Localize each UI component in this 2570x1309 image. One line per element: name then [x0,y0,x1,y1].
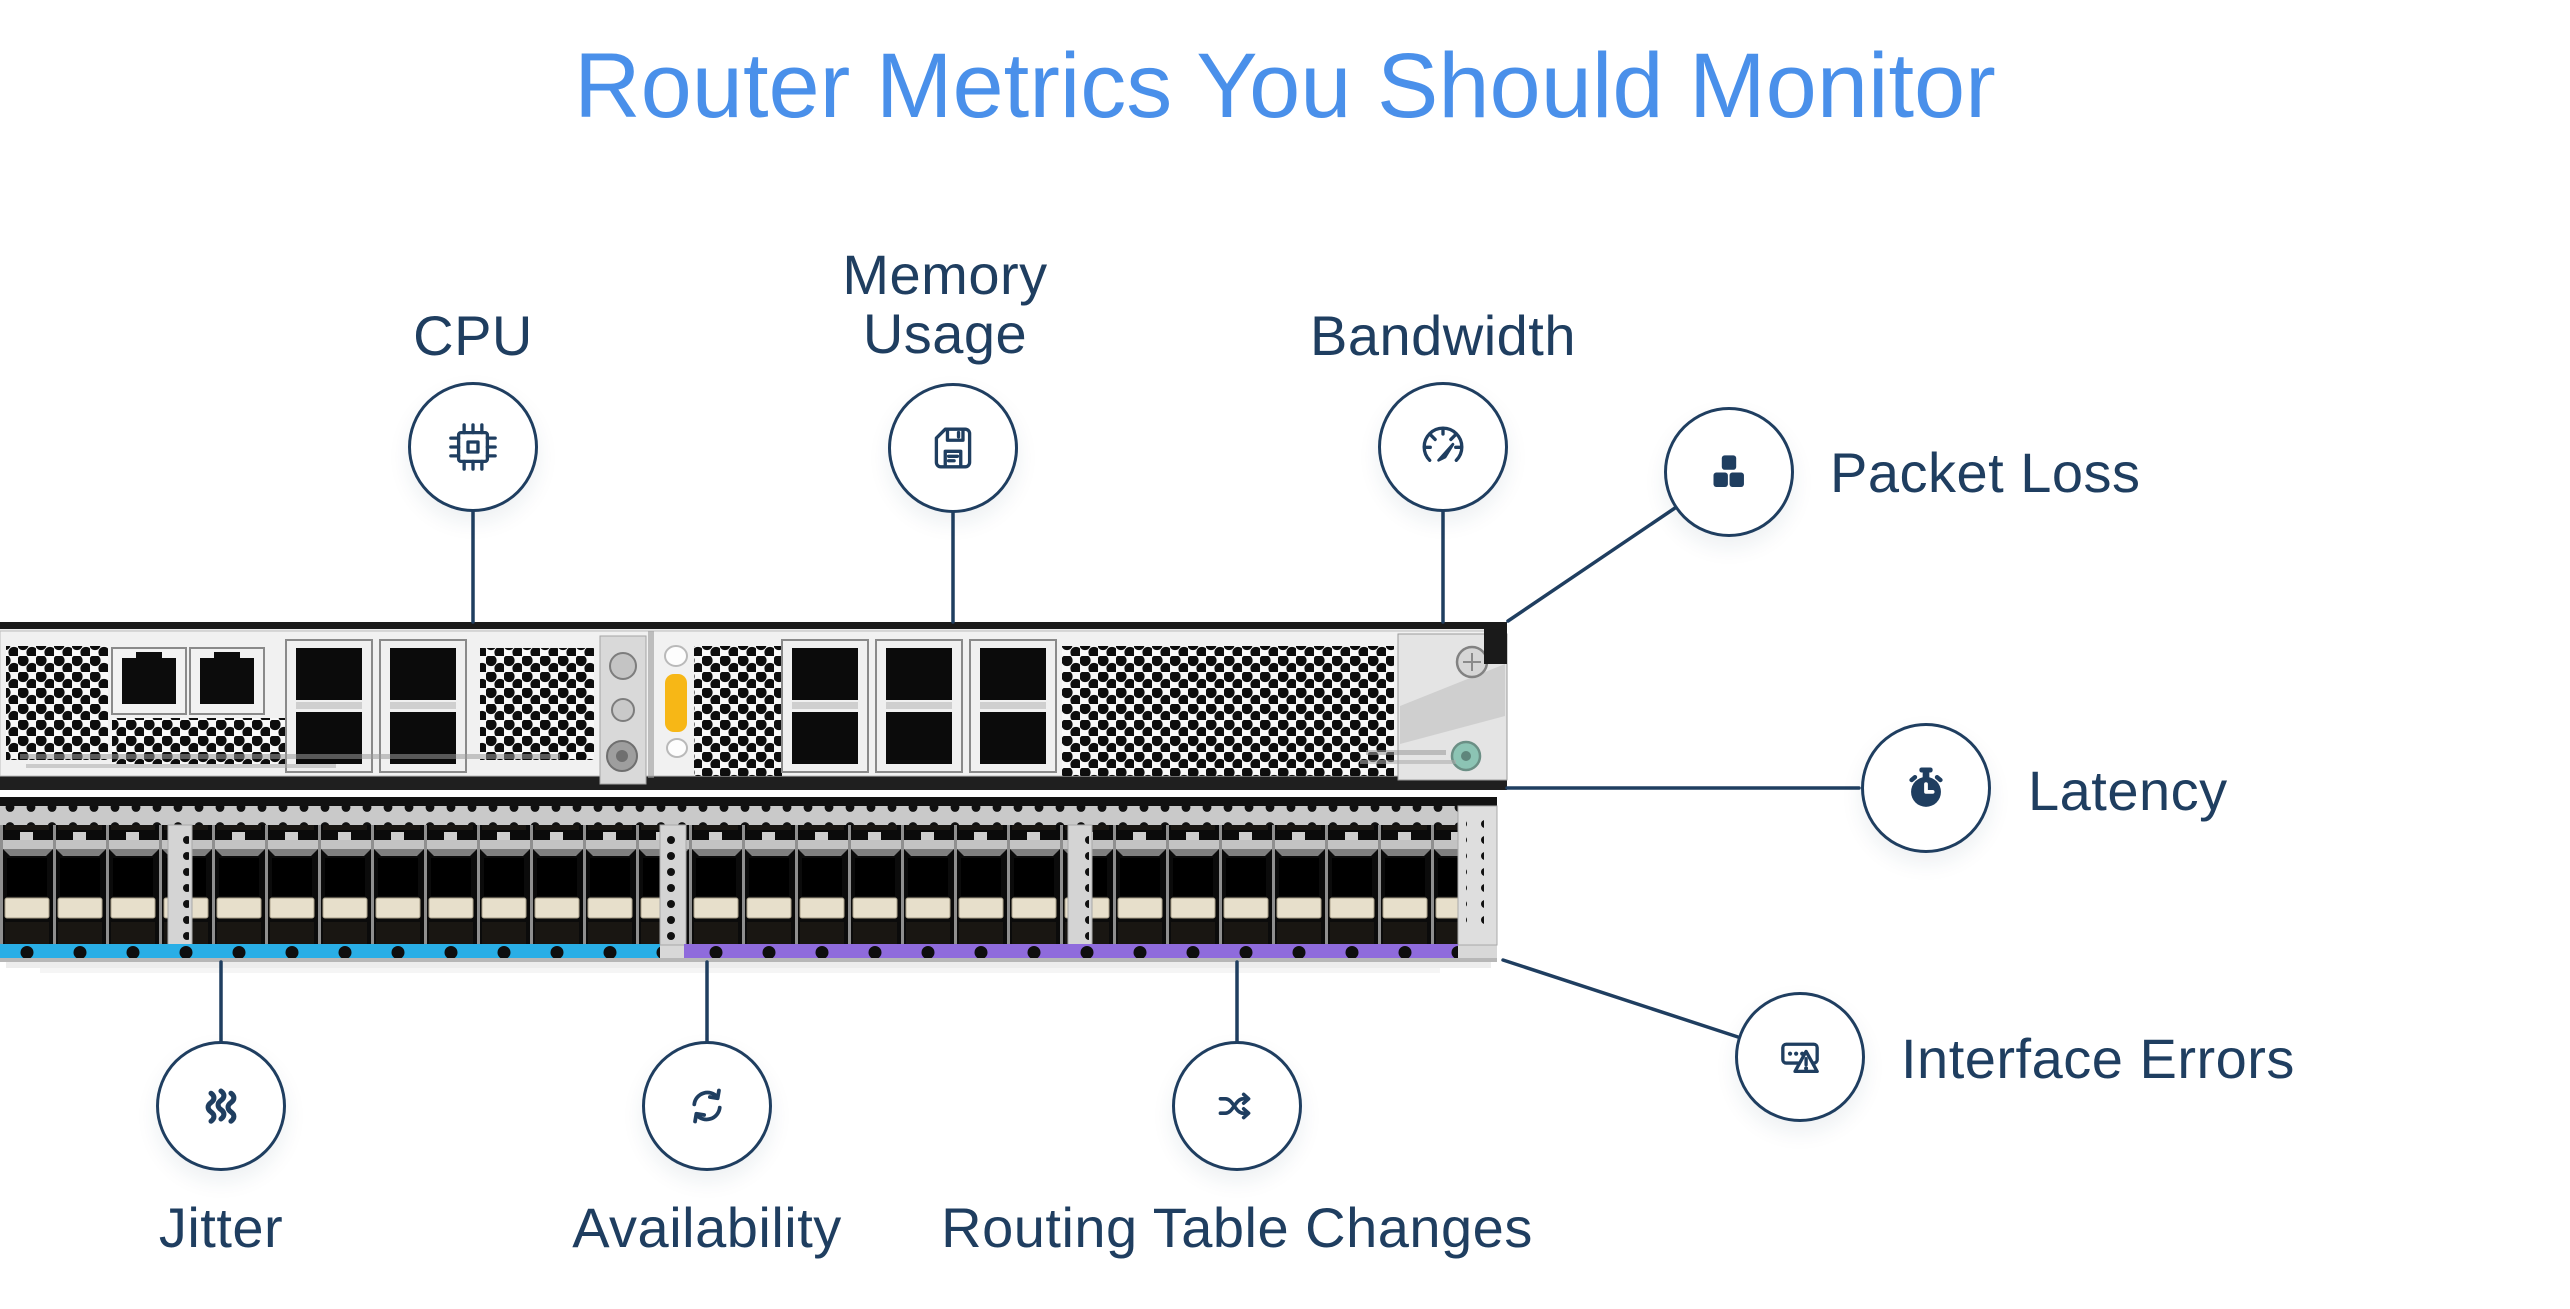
refresh-arrows-icon [692,1088,722,1124]
yellow-pull-tab [665,674,687,732]
interface-errors-label: Interface Errors [1901,1027,2295,1090]
cpu-label: CPU [413,304,533,367]
cage-dividers [167,824,1093,946]
interface-errors-badge [1735,992,1865,1122]
connector-lines [219,506,1861,1043]
jitter-badge [156,1041,286,1171]
packet-loss-label: Packet Loss [1830,441,2141,504]
cpu-badge [408,382,538,512]
shuffle-arrows-icon [1218,1092,1251,1120]
cpu-chip-icon [449,423,497,471]
latency-label: Latency [2028,759,2228,822]
memory-badge [888,383,1018,513]
sfp-cage-row [0,825,1460,945]
page-title: Router Metrics You Should Monitor [574,35,1996,137]
module-screw-strip [599,631,654,785]
floppy-disk-icon [934,427,972,469]
jitter-label: Jitter [158,1196,284,1259]
serial-print [20,750,1456,768]
right-bracket [1397,628,1508,781]
stopwatch-icon [1909,767,1943,807]
bandwidth-badge [1378,382,1508,512]
stacked-blocks-icon [1713,455,1744,487]
speedometer-icon [1422,426,1464,462]
jitter-waves-icon [205,1088,237,1124]
router-port-panel [0,797,1498,973]
packet-loss-badge [1664,407,1794,537]
router-top-panel [0,622,1508,790]
routing-badge [1172,1041,1302,1171]
vent-grid [6,646,1394,776]
availability-badge [642,1041,772,1171]
led-column [664,645,688,758]
router-front-panel-photo [0,622,1508,973]
bandwidth-label: Bandwidth [1309,304,1576,367]
latency-badge [1861,723,1991,853]
memory-label: Memory Usage [842,243,1048,365]
availability-label: Availability [572,1196,842,1259]
routing-label: Routing Table Changes [941,1196,1533,1259]
port-warning-icon [1781,1042,1819,1074]
